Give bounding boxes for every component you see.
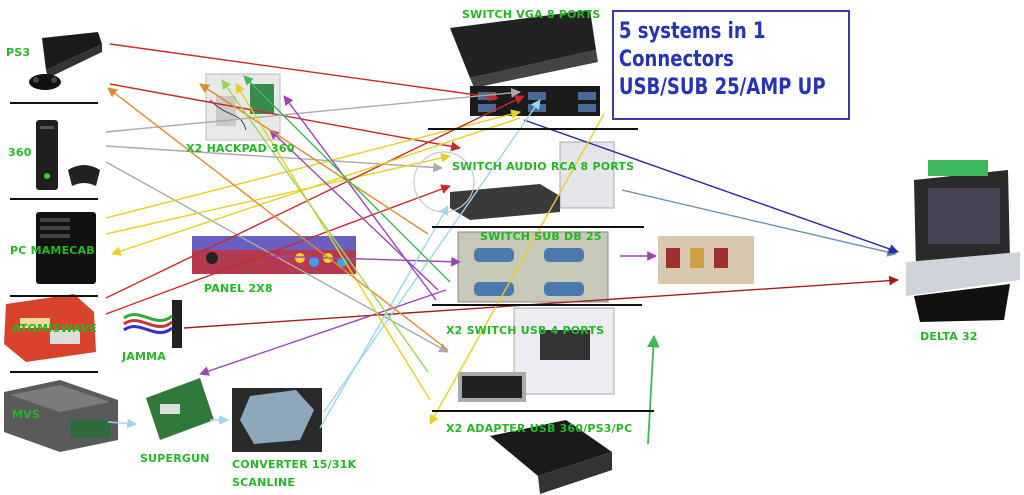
label-converter-1: CONVERTER 15/31K [232,458,357,471]
title-box: 5 systems in 1 Connectors USB/SUB 25/AMP… [612,10,850,120]
label-jamma: JAMMA [122,350,167,363]
label-mvs: MVS [12,408,40,421]
label-switch-vga: SWITCH VGA 8 PORTS [462,8,601,21]
converter-box-icon [232,388,322,452]
atomiswave-board-icon [4,294,96,362]
amp-connector-icon [658,236,754,284]
title-line-1: 5 systems in 1 [618,19,766,44]
label-hackpad: X2 HACKPAD 360 [186,142,295,155]
label-delta32: DELTA 32 [920,330,978,343]
mvs-board-icon [4,380,118,452]
label-switch-sub: SWITCH SUB DB 25 [480,230,602,243]
label-panel: PANEL 2X8 [204,282,273,295]
panel-2x8-icon [192,236,356,274]
switch-db25-icon [457,231,609,303]
separator-sub [432,304,642,306]
supergun-board-icon [146,378,214,440]
label-supergun: SUPERGUN [140,452,210,465]
title-line-3: USB/SUB 25/AMP UP [618,75,826,100]
pc-tower-icon [36,212,96,284]
label-360: 360 [8,146,32,159]
separator-audio [432,226,644,228]
arcade-cabinet-icon [906,160,1020,322]
label-pc-mamecab: PC MAMECAB [10,244,95,257]
label-adapter-usb: X2 ADAPTER USB 360/PS3/PC [446,422,633,435]
jamma-harness-icon [123,300,182,348]
ps3-console-icon [29,32,102,90]
label-atomiswave: ATOMISWAVE [12,322,97,335]
title-line-2: Connectors [618,47,734,72]
switch-vga-icon [450,10,600,116]
label-switch-usb: X2 SWITCH USB 4 PORTS [446,324,605,337]
xbox360-console-icon [36,120,100,190]
separator-vga [428,128,638,130]
label-converter-2: SCANLINE [232,476,296,489]
adapter-usb-icon [490,420,612,494]
label-ps3: PS3 [6,46,31,59]
label-switch-audio: SWITCH AUDIO RCA 8 PORTS [452,160,635,173]
separator-usb [432,410,654,412]
switch-audio-icon [450,141,615,220]
switch-usb-icon [458,307,615,402]
